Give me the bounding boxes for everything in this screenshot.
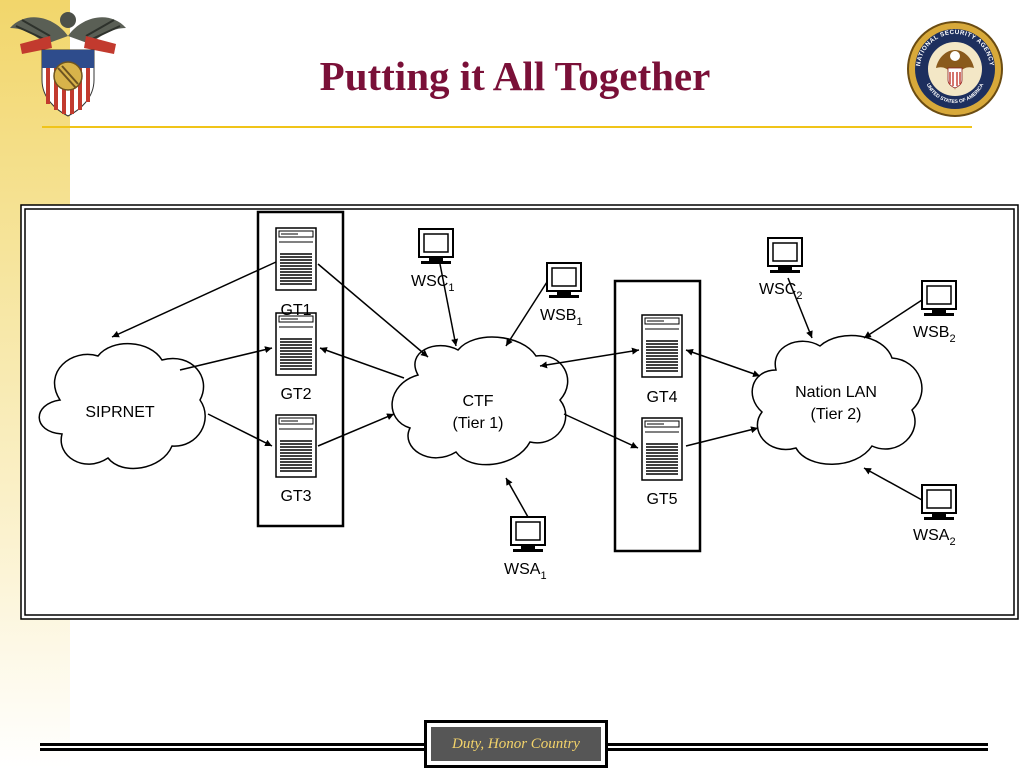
west-point-crest-icon — [10, 12, 126, 117]
arrow-gt5-to-nation — [685, 426, 759, 447]
gt5-label: GT5 — [646, 491, 677, 508]
arrow-gt1-to-siprnet — [111, 261, 277, 338]
ctf-tier-label: (Tier 1) — [453, 415, 504, 432]
arrow-ctf-gt4 — [539, 347, 640, 369]
arrow-wsb2-to-nation — [863, 299, 923, 339]
diagram-frame-inner — [24, 208, 1015, 616]
slide-title: Putting it All Together — [319, 53, 711, 99]
siprnet-label: SIPRNET — [85, 404, 155, 421]
gt-group-left — [256, 210, 345, 528]
arrow-gt4-nation — [685, 349, 761, 377]
arrow-wsc1-to-ctf — [439, 263, 459, 347]
nation-lan-tier-label: (Tier 2) — [811, 406, 862, 423]
gt2-label: GT2 — [280, 386, 311, 403]
ctf-cloud — [391, 336, 569, 466]
siprnet-cloud — [38, 343, 206, 470]
gt5-server-icon — [641, 417, 683, 481]
gt3-label: GT3 — [280, 488, 311, 505]
motto-box: Duty, Honor Country — [424, 720, 608, 768]
arrow-ctf-to-gt5 — [563, 413, 639, 449]
arrow-siprnet-to-gt2 — [179, 346, 273, 371]
wsc2-label: WSC2 — [759, 281, 802, 302]
wsa1-label: WSA1 — [504, 561, 547, 582]
arrow-wsc2-to-nation — [787, 277, 813, 339]
connection-arrows — [111, 261, 923, 518]
gt4-label: GT4 — [646, 389, 677, 406]
wsb2-label: WSB2 — [913, 324, 956, 345]
title-divider — [42, 126, 972, 128]
nation-lan-cloud — [751, 334, 923, 465]
arrow-gt3-to-ctf — [317, 413, 395, 447]
gt2-server-icon — [275, 312, 317, 376]
nsa-seal-icon: NATIONAL SECURITY AGENCY UNITED STATES O… — [907, 21, 1003, 117]
arrow-wsb1-to-ctf — [505, 281, 548, 347]
ctf-label: CTF — [462, 393, 493, 410]
gt4-server-icon — [641, 314, 683, 378]
arrow-wsa1-to-ctf — [505, 477, 529, 518]
arrow-gt1-to-ctf — [317, 263, 429, 358]
wsb1-label: WSB1 — [540, 307, 583, 328]
arrow-wsa2-to-nation — [863, 467, 923, 501]
wsc1-label: WSC1 — [411, 273, 454, 294]
gt1-label: GT1 — [280, 302, 311, 319]
wsa2-label: WSA2 — [913, 527, 956, 548]
motto-text: Duty, Honor Country — [430, 726, 602, 762]
arrow-ctf-to-gt2 — [319, 347, 405, 379]
gt-group-right — [613, 279, 702, 553]
gt1-server-icon — [275, 227, 317, 291]
nation-lan-label: Nation LAN — [795, 384, 877, 401]
gt3-server-icon — [275, 414, 317, 478]
arrow-siprnet-to-gt3 — [207, 413, 273, 447]
